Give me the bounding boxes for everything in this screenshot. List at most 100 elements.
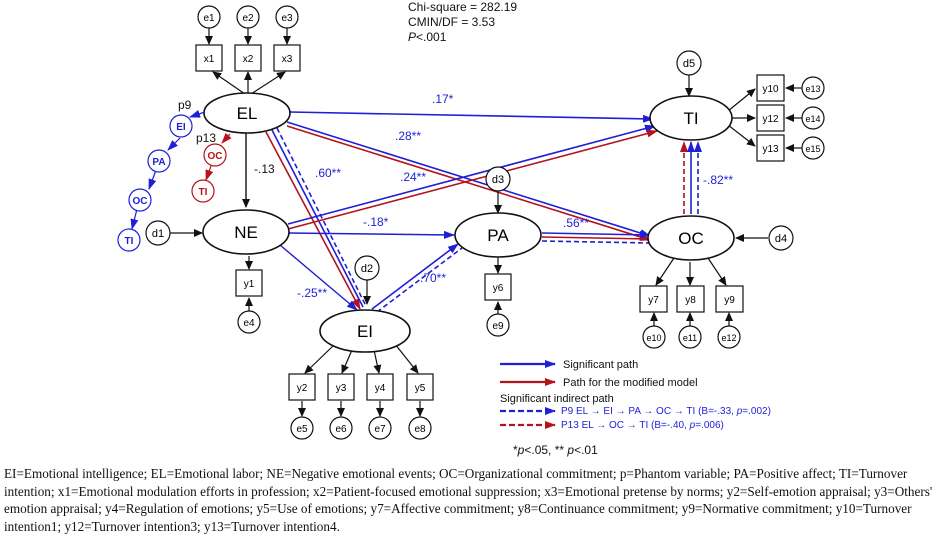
phantom-p13-label: p13 [196, 131, 216, 145]
latent-ne [202, 209, 290, 255]
error-e1-label: e1 [203, 13, 215, 24]
fit-p-value: P<.001 [408, 30, 447, 44]
fit-cmin-df: CMIN/DF = 3.53 [408, 15, 496, 29]
path-ne-ti [287, 124, 656, 225]
indicator-y1 [235, 269, 263, 297]
disturbance-d3 [485, 166, 511, 192]
coef-el-ei: .60** [315, 166, 341, 180]
indicator-y8 [676, 285, 705, 313]
path-el-ti [289, 111, 654, 123]
coef-el-oc: .28** [395, 129, 421, 143]
indicator-x1 [195, 44, 223, 72]
indicator-y3 [327, 373, 355, 401]
coef-ne-ei: -.25** [297, 286, 327, 300]
error-e3-label: e3 [281, 13, 293, 24]
disturbance-d2 [354, 255, 380, 281]
path-el-ei-modified [265, 131, 361, 310]
fit-chi-square: Chi-square = 282.19 [408, 0, 518, 14]
error-e6-label: e6 [335, 424, 347, 435]
indicator-y6 [484, 273, 512, 301]
error-e8 [408, 416, 432, 440]
indicator-y4 [366, 373, 394, 401]
path-pa-oc-modified [541, 236, 651, 240]
path-ei-pa [371, 243, 459, 310]
disturbance-d3-label: d3 [492, 174, 504, 186]
coef-ne-pa: -.18* [363, 215, 389, 229]
error-e6 [329, 416, 353, 440]
latent-ti [649, 95, 733, 141]
indicator-y5-label: y5 [415, 383, 426, 394]
error-e10 [642, 325, 666, 349]
latent-ne-label: NE [234, 223, 258, 242]
indicator-y9-label: y9 [724, 295, 735, 306]
latent-pa [454, 212, 542, 258]
indicator-y10 [756, 74, 785, 102]
disturbance-d5-label: d5 [683, 58, 695, 70]
phantom-p13-ti [191, 179, 215, 203]
disturbance-d5 [676, 50, 702, 76]
path-ne-pa [287, 230, 455, 239]
phantom-p9-oc [128, 188, 152, 212]
latent-ei-label: EI [357, 322, 373, 341]
error-e11 [678, 325, 702, 349]
error-e14-label: e14 [805, 114, 820, 124]
disturbance-d4 [768, 225, 794, 251]
path-el-oc-modified [286, 125, 651, 241]
indicator-y2-label: y2 [297, 383, 308, 394]
error-e10-label: e10 [646, 333, 661, 343]
latent-oc [647, 215, 735, 261]
coef-el-ti: .17* [432, 92, 454, 106]
legend-indirect-title: Significant indirect path [500, 393, 614, 405]
phantom-p9-pa [147, 149, 171, 173]
error-e4 [237, 310, 261, 334]
latent-el-label: EL [237, 104, 258, 123]
phantom-p9-pa-label: PA [152, 157, 165, 168]
error-e9-label: e9 [492, 321, 504, 332]
indicator-x3 [273, 44, 301, 72]
fit-p-symbol: P [408, 30, 417, 44]
indicator-y1-label: y1 [244, 279, 255, 290]
error-e1 [197, 5, 221, 29]
path-el-oc [286, 121, 651, 237]
path-ne-ei [279, 244, 358, 311]
error-e11-label: e11 [683, 333, 697, 343]
phantom-p9-ti-label: TI [125, 236, 134, 247]
disturbance-d4-label: d4 [775, 233, 787, 245]
indicator-y7 [639, 285, 668, 313]
indicator-y12 [756, 104, 785, 132]
error-e4-label: e4 [243, 318, 255, 329]
coef-pa-oc: .56** [563, 216, 589, 230]
latent-ti-label: TI [683, 109, 698, 128]
legend-p9-label: P9 EL → EI → PA → OC → TI (B=-.33, p=.00… [561, 406, 771, 417]
indicator-y4-label: y4 [375, 383, 386, 394]
phantom-p13-oc [203, 143, 227, 167]
error-e8-label: e8 [414, 424, 426, 435]
phantom-p9-ti [117, 228, 141, 252]
indicator-y10-label: y10 [762, 84, 779, 95]
indicator-x2-label: x2 [243, 54, 254, 65]
phantom-p9-oc-label: OC [133, 196, 148, 207]
indicator-y13 [756, 134, 785, 162]
disturbance-d1 [145, 220, 171, 246]
error-e12-label: e12 [721, 333, 736, 343]
disturbance-d1-label: d1 [152, 228, 164, 240]
error-e2 [236, 5, 260, 29]
indicator-y9 [715, 285, 744, 313]
error-e15 [801, 136, 825, 160]
indicator-y3-label: y3 [336, 383, 347, 394]
latent-el [203, 92, 291, 134]
coef-ne-ti: .24** [400, 170, 426, 184]
error-e5-label: e5 [296, 424, 308, 435]
indicator-y12-label: y12 [762, 114, 779, 125]
error-e12 [717, 325, 741, 349]
path-ne-ti-modified [287, 129, 658, 230]
legend-significance-note: *p<.05, ** p<.01 [513, 443, 598, 457]
path-el-ei [271, 129, 364, 308]
error-e13-label: e13 [805, 84, 820, 94]
figure-caption: EI=Emotional intelligence; EL=Emotional … [4, 466, 933, 534]
indicator-x3-label: x3 [282, 54, 293, 65]
legend: Significant path Path for the modified m… [500, 359, 771, 457]
phantom-p13-ti-label: TI [199, 187, 208, 198]
indicator-x1-label: x1 [204, 54, 215, 65]
